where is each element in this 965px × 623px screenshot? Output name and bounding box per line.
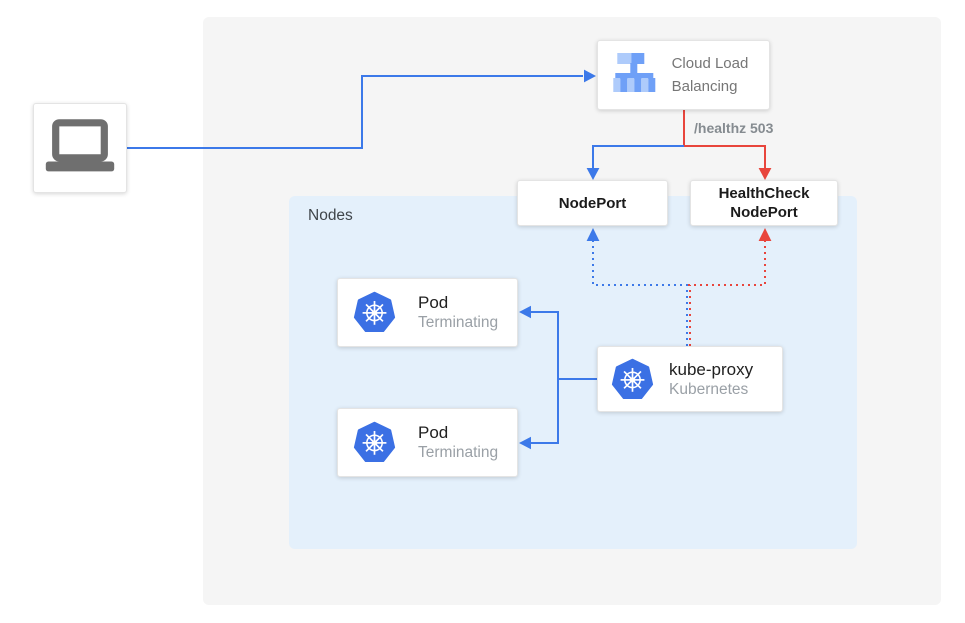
arrowhead-into-clb [584, 69, 596, 83]
healthcheck-nodeport-node: HealthCheck NodePort [690, 180, 838, 226]
pod-node-2: Pod Terminating [337, 408, 518, 477]
arrowhead-up-healthcheck-nodeport [758, 228, 772, 241]
arrowhead-into-healthcheck-nodeport [758, 168, 772, 180]
nodes-container-label: Nodes [308, 207, 353, 224]
pod-2-status: Terminating [418, 444, 499, 461]
kube-proxy-title: kube-proxy [669, 359, 754, 379]
kube-proxy-node: kube-proxy Kubernetes [597, 346, 783, 412]
pod-1-title: Pod [418, 293, 449, 312]
nodeport-node: NodePort [517, 180, 668, 226]
pod-node-1: Pod Terminating [337, 278, 518, 347]
arrowhead-up-nodeport [586, 228, 600, 241]
edge-kubeproxy-to-nodeport-dotted [592, 241, 688, 346]
kubernetes-icon [611, 358, 654, 399]
cloud-load-balancing-node: Cloud Load Balancing [597, 40, 770, 110]
laptop-icon [45, 119, 115, 172]
pod-1-status: Terminating [418, 314, 499, 331]
kube-proxy-subtitle: Kubernetes [669, 380, 749, 398]
kubernetes-icon [353, 421, 396, 463]
client-node [33, 103, 127, 193]
nodeport-label: NodePort [558, 194, 627, 212]
cloud-load-balancing-label: Cloud Load Balancing [671, 55, 749, 95]
healthcheck-nodeport-label-line2: NodePort [730, 204, 798, 221]
load-balancer-icon [613, 53, 656, 92]
edge-to-nodeport [592, 145, 685, 168]
kubernetes-icon [353, 291, 396, 333]
edge-kubeproxy-to-pods [531, 311, 598, 444]
edge-client-to-clb [127, 75, 583, 149]
healthz-status-label: /healthz 503 [694, 120, 774, 136]
pod-2-title: Pod [418, 423, 449, 442]
edge-kubeproxy-to-healthcheck-dotted [688, 241, 766, 346]
arrowhead-into-nodeport [586, 168, 600, 180]
arrowhead-into-pod-2 [519, 436, 531, 450]
edge-to-healthcheck-nodeport [684, 145, 766, 168]
arrowhead-into-pod-1 [519, 305, 531, 319]
healthcheck-nodeport-label-line1: HealthCheck [718, 185, 810, 202]
